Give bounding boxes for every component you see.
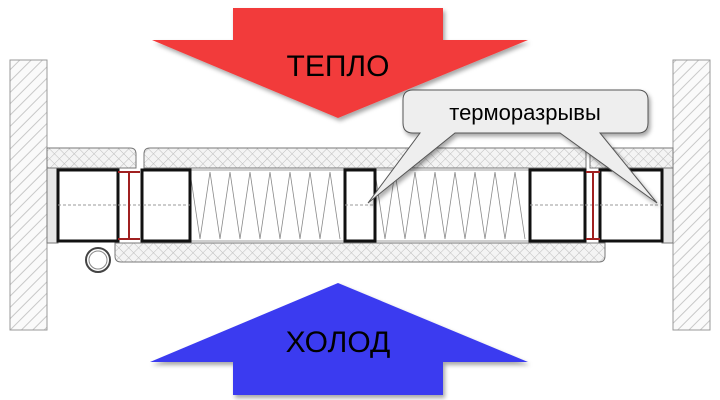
mineral-wool-insulation	[189, 169, 531, 242]
thermal-break	[118, 171, 600, 240]
seal-tube	[85, 247, 111, 273]
cold-label: ХОЛОД	[286, 326, 391, 359]
cold-arrow	[150, 283, 528, 395]
panel-skin	[46, 147, 674, 263]
left-wall	[9, 59, 48, 331]
callout-bubble	[367, 89, 658, 204]
right-wall	[672, 59, 711, 331]
heat-arrow	[152, 8, 528, 118]
heat-label: ТЕПЛО	[287, 50, 390, 83]
callout-label: терморазрывы	[449, 100, 601, 125]
